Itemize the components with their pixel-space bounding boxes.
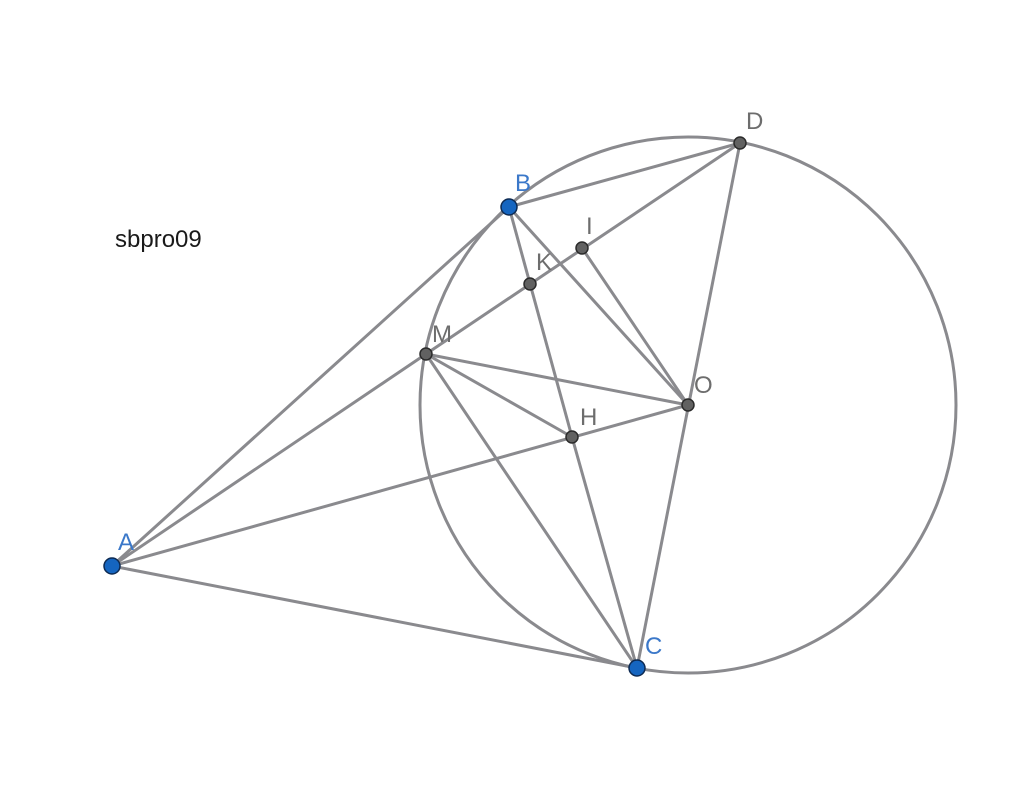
label-point-m: M [432, 321, 452, 348]
segment-ab[interactable] [110, 205, 511, 568]
segment-bd[interactable] [507, 141, 742, 209]
point-b[interactable] [500, 198, 518, 216]
point-a[interactable] [103, 557, 121, 575]
segment-io[interactable] [580, 246, 690, 407]
label-point-b: B [515, 170, 531, 197]
point-o[interactable] [681, 398, 695, 412]
points-layer [103, 136, 747, 677]
segment-ao[interactable] [110, 403, 690, 568]
label-point-k: K [536, 249, 552, 276]
point-i[interactable] [575, 241, 589, 255]
diagram-caption: sbpro09 [115, 226, 202, 253]
segment-bh[interactable] [507, 205, 574, 439]
segment-mc[interactable] [424, 352, 639, 670]
labels-layer: A B C D O M H K I [118, 108, 763, 660]
circles-layer [418, 135, 958, 675]
label-point-c: C [645, 633, 662, 660]
segment-hc[interactable] [570, 435, 639, 670]
label-point-a: A [118, 529, 134, 556]
segment-am[interactable] [110, 352, 428, 568]
segment-ac[interactable] [110, 564, 639, 670]
segment-bo[interactable] [507, 205, 690, 407]
segment-mo[interactable] [424, 352, 690, 407]
point-k[interactable] [523, 277, 537, 291]
label-point-i: I [586, 213, 593, 240]
point-d[interactable] [733, 136, 747, 150]
label-point-o: O [694, 372, 713, 399]
segment-mh[interactable] [424, 352, 574, 439]
point-h[interactable] [565, 430, 579, 444]
circle-center-o[interactable] [418, 135, 958, 675]
label-point-h: H [580, 404, 597, 431]
point-m[interactable] [419, 347, 433, 361]
label-point-d: D [746, 108, 763, 135]
segments-layer [110, 141, 742, 670]
point-c[interactable] [628, 659, 646, 677]
